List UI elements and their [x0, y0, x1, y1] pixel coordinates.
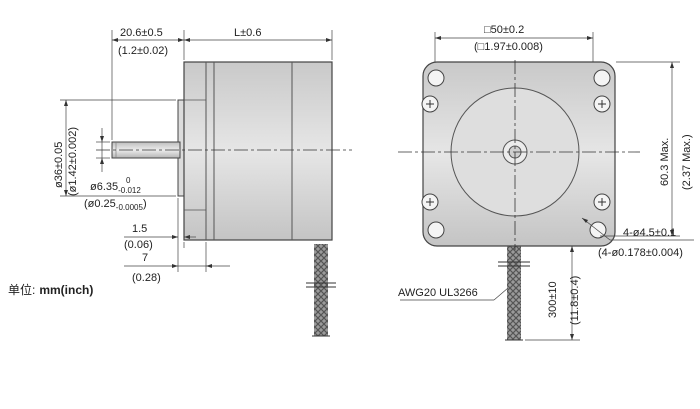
- holes-inch-label: (4-ø0.178±0.004): [598, 247, 683, 259]
- flange-pos-label: 7: [142, 252, 148, 264]
- side-body: [183, 61, 333, 241]
- side-view: 20.6±0.5 (1.2±0.02) L±0.6 ø36±0.05 (ø1.4…: [53, 27, 352, 337]
- height-max-inch-label: (2.37 Max.): [681, 134, 693, 190]
- wire-leader: [493, 287, 509, 301]
- mounting-hole: [593, 69, 611, 113]
- boss-dia-inch-label: (ø1.42±0.002): [67, 127, 79, 196]
- shaft-dia-inch-value: (ø0.25: [84, 198, 116, 210]
- wire-spec-label: AWG20 UL3266: [398, 287, 478, 299]
- shaft-dia-label: ø6.35-0.012: [90, 181, 141, 195]
- shaft-dia-inch-label: (ø0.25-0.0005): [84, 198, 147, 212]
- square-inch-label: (□1.97±0.008): [474, 41, 543, 53]
- mounting-hole: [589, 193, 611, 239]
- flange-pos-inch-label: (0.28): [132, 272, 161, 284]
- shaft-dia-value: ø6.35: [90, 181, 118, 193]
- side-lead-wire: [314, 244, 328, 336]
- dim-arrow: [100, 136, 104, 164]
- body-length-label: L±0.6: [234, 27, 261, 39]
- unit-value: mm(inch): [39, 283, 93, 297]
- front-lead-wire: [507, 220, 521, 340]
- front-view: □50±0.2 (□1.97±0.008) 60.3 Max. (2.37 Ma…: [398, 24, 694, 341]
- mounting-hole: [421, 69, 445, 113]
- flange-thk-inch-label: (0.06): [124, 239, 153, 251]
- square-label: □50±0.2: [484, 24, 524, 36]
- unit-prefix: 单位:: [8, 282, 35, 297]
- boss-dia-label: ø36±0.05: [53, 142, 65, 188]
- height-max-label: 60.3 Max.: [659, 138, 671, 186]
- shaft-dia-inch-tol: -0.0005: [116, 203, 144, 212]
- front-length-inch-label: (1.2±0.02): [118, 45, 168, 57]
- flange-thk-label: 1.5: [132, 223, 147, 235]
- mounting-hole: [421, 193, 445, 239]
- dim-arrow: [582, 218, 588, 223]
- lead-len-inch-label: (11.8±0.4): [569, 276, 581, 325]
- shaft-dia-inch-close: ): [143, 198, 147, 210]
- lead-len-label: 300±10: [547, 281, 559, 318]
- front-length-label: 20.6±0.5: [120, 27, 163, 39]
- shaft-dia-tol-sup: 0: [126, 176, 131, 185]
- unit-note: 单位: mm(inch): [8, 282, 93, 297]
- shaft-dia-tol-sub: -0.012: [118, 186, 141, 195]
- holes-label: 4-ø4.5±0.1: [623, 227, 676, 239]
